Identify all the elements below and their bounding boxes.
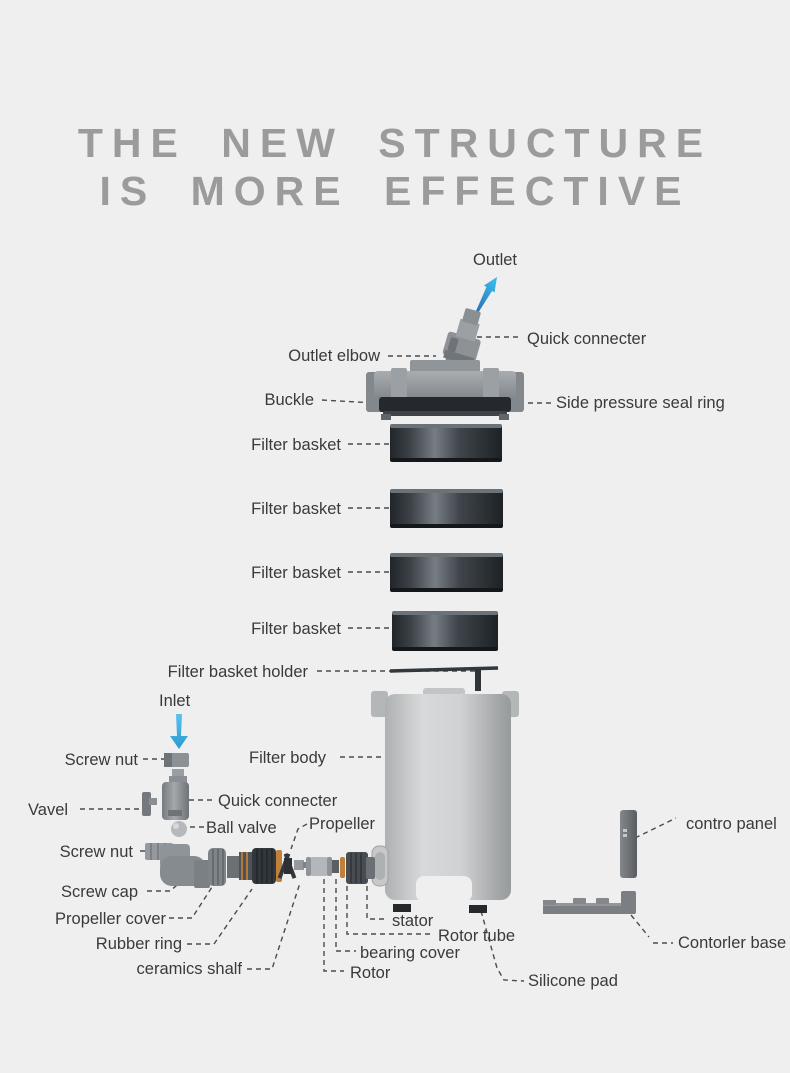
filter-basket-2-part: [390, 489, 503, 528]
valve-handle-part: [142, 792, 151, 816]
label-ceramics-shalf: ceramics shalf: [136, 960, 242, 978]
label-side-pressure-seal-ring: Side pressure seal ring: [556, 394, 725, 412]
ball-valve-part: [171, 821, 187, 837]
contro-panel-part: [620, 810, 637, 878]
motor-parts-assembly: [208, 848, 375, 886]
label-rubber-ring: Rubber ring: [95, 935, 182, 953]
label-buckle: Buckle: [264, 391, 314, 409]
label-rotor: Rotor: [350, 964, 391, 982]
label-bearing-cover: bearing cover: [360, 944, 460, 962]
page-title-line2: IS MORE EFFECTIVE: [99, 168, 691, 214]
label-silicone-pad: Silicone pad: [528, 972, 618, 990]
rotor-part: [306, 857, 332, 876]
label-ball-valve: Ball valve: [206, 819, 277, 837]
label-screw-nut-2: Screw nut: [59, 843, 133, 861]
buckle-part: [391, 368, 407, 406]
leader-bearing-cover: [335, 879, 356, 952]
bearing-cover-part: [332, 860, 339, 873]
label-filter-basket-1: Filter basket: [251, 436, 341, 454]
outlet-arrow-icon: [476, 277, 497, 313]
inlet-arrow-icon: [170, 714, 188, 749]
label-filter-body: Filter body: [249, 749, 327, 767]
label-inlet: Inlet: [159, 692, 191, 710]
label-rotor-tube: Rotor tube: [438, 927, 516, 945]
label-propeller: Propeller: [309, 815, 376, 833]
leader-propeller-cover: [169, 883, 215, 919]
label-stator: stator: [392, 912, 434, 930]
label-contro-panel: contro panel: [686, 815, 777, 833]
leader-rotor-tube: [346, 877, 434, 935]
filter-basket-3-part: [390, 553, 503, 592]
label-filter-basket-2: Filter basket: [251, 500, 341, 518]
filter-basket-holder-part: [389, 666, 499, 691]
leader-silicone-pad: [480, 910, 525, 982]
contorler-base-part: [543, 891, 636, 914]
label-screw-nut-1: Screw nut: [64, 751, 138, 769]
silicone-pad-part: [469, 905, 487, 913]
label-filter-basket-holder: Filter basket holder: [167, 663, 308, 681]
ceramics-shalf-part: [294, 860, 304, 870]
leader-stator: [366, 877, 387, 920]
propeller-part: [277, 853, 297, 879]
leader-ceramics-shalf: [247, 882, 301, 970]
label-quick-connecter-top: Quick connecter: [527, 330, 647, 348]
leader-contorler-base: [630, 914, 673, 944]
label-outlet: Outlet: [473, 251, 518, 269]
stator-part: [346, 852, 368, 884]
label-outlet-elbow: Outlet elbow: [288, 347, 380, 365]
page-title-line1: THE NEW STRUCTURE: [77, 120, 713, 166]
leader-contro-panel: [634, 817, 677, 839]
label-vavel: Vavel: [28, 801, 69, 819]
leader-rubber-ring: [187, 888, 253, 945]
label-contorler-base: Contorler base: [678, 934, 787, 952]
inlet-valve-assembly: [142, 753, 210, 888]
filter-body-part: [371, 688, 519, 913]
buckle-part: [483, 368, 499, 406]
silicone-pad-part: [393, 904, 411, 912]
label-quick-connecter-bottom: Quick connecter: [218, 792, 338, 810]
filter-basket-4-part: [392, 611, 498, 651]
side-pressure-seal-ring-part: [379, 397, 511, 412]
label-propeller-cover: Propeller cover: [55, 910, 166, 928]
label-filter-basket-4: Filter basket: [251, 620, 341, 638]
label-filter-basket-3: Filter basket: [251, 564, 341, 582]
leader-propeller: [290, 823, 308, 850]
leader-rotor: [323, 879, 344, 972]
filter-basket-1-part: [390, 424, 502, 462]
filter-lid-part: [366, 360, 524, 420]
label-screw-cap: Screw cap: [60, 883, 138, 901]
rotor-tube-part: [366, 857, 375, 879]
